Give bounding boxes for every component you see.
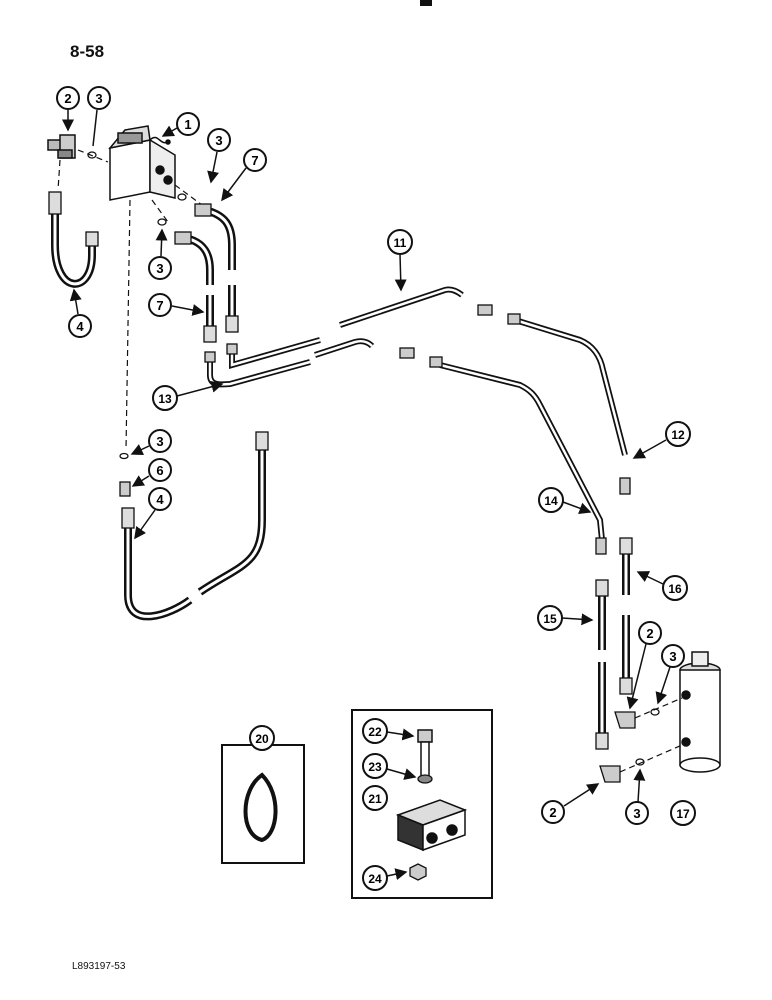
callout-3: 3	[625, 768, 649, 825]
callout-3: 3	[148, 228, 172, 280]
callout-label: 11	[394, 236, 407, 250]
callout-label: 24	[368, 872, 382, 886]
callout-label: 1	[184, 117, 191, 132]
cylinder-alignment	[619, 697, 683, 773]
callout-20: 20	[249, 725, 275, 751]
hoses-15-16	[595, 537, 633, 750]
callout-23: 23	[362, 753, 417, 780]
page-number: 8-58	[70, 42, 105, 61]
callout-3: 3	[130, 429, 172, 455]
callout-2: 2	[56, 86, 80, 132]
steel-tubes	[207, 286, 628, 541]
callout-label: 2	[549, 805, 556, 820]
top-edge-mark	[420, 0, 432, 6]
callout-24: 24	[362, 865, 408, 891]
callout-label: 4	[76, 319, 84, 334]
callout-label: 4	[156, 492, 164, 507]
callout-label: 2	[64, 91, 71, 106]
callout-label: 6	[156, 463, 163, 478]
callout-label: 15	[543, 612, 557, 626]
o-ring	[157, 218, 167, 226]
callout-label: 12	[671, 428, 685, 442]
solenoid-valve	[108, 125, 176, 201]
callout-7: 7	[221, 148, 267, 202]
adapter-fitting	[119, 481, 131, 497]
tube-fittings	[204, 304, 631, 555]
callout-3: 3	[655, 644, 685, 705]
callout-22: 22	[362, 718, 415, 744]
hydraulic-cylinder	[679, 651, 721, 773]
callout-label: 21	[368, 792, 382, 806]
o-ring	[177, 193, 187, 201]
callout-label: 3	[156, 261, 163, 276]
callout-2: 2	[626, 621, 662, 710]
alignment-lines	[57, 149, 203, 451]
callout-21: 21	[362, 785, 388, 811]
nut	[409, 863, 427, 881]
callout-4: 4	[68, 288, 92, 338]
callout-6: 6	[131, 458, 172, 487]
callout-label: 3	[156, 434, 163, 449]
callout-12: 12	[632, 421, 691, 459]
callout-label: 2	[646, 626, 653, 641]
callout-2: 2	[541, 783, 600, 824]
elbow-fitting	[47, 134, 76, 159]
callout-15: 15	[537, 605, 594, 631]
o-ring	[119, 452, 129, 460]
hose-clamp	[243, 772, 278, 843]
clamp-block	[395, 799, 468, 852]
callout-label: 13	[158, 392, 172, 406]
callout-7: 7	[148, 293, 205, 317]
callout-label: 3	[669, 649, 676, 664]
callout-label: 7	[156, 298, 163, 313]
callout-label: 17	[676, 807, 690, 821]
callout-label: 7	[251, 153, 258, 168]
callout-label: 20	[255, 732, 269, 746]
callout-3: 3	[87, 86, 111, 147]
inset-box-clamp	[221, 744, 305, 864]
hose-4-large	[121, 431, 269, 621]
callout-label: 22	[368, 725, 382, 739]
callout-label: 3	[633, 806, 640, 821]
callout-13: 13	[152, 380, 224, 411]
hose-4-small	[48, 191, 99, 288]
callout-14: 14	[538, 487, 592, 514]
callout-3: 3	[207, 128, 231, 184]
callout-label: 14	[544, 494, 558, 508]
hose-7-pair	[174, 203, 239, 343]
callout-17: 17	[670, 800, 696, 826]
callout-label: 23	[368, 760, 382, 774]
figure-code: L893197-53	[72, 961, 126, 972]
callout-11: 11	[387, 229, 413, 292]
callout-label: 3	[215, 133, 222, 148]
callout-16: 16	[636, 571, 688, 601]
cylinder-elbows	[599, 711, 636, 783]
callout-4: 4	[134, 487, 172, 540]
callout-label: 3	[95, 91, 102, 106]
callout-label: 16	[668, 582, 682, 596]
callout-1: 1	[161, 112, 200, 137]
washer	[417, 774, 433, 784]
